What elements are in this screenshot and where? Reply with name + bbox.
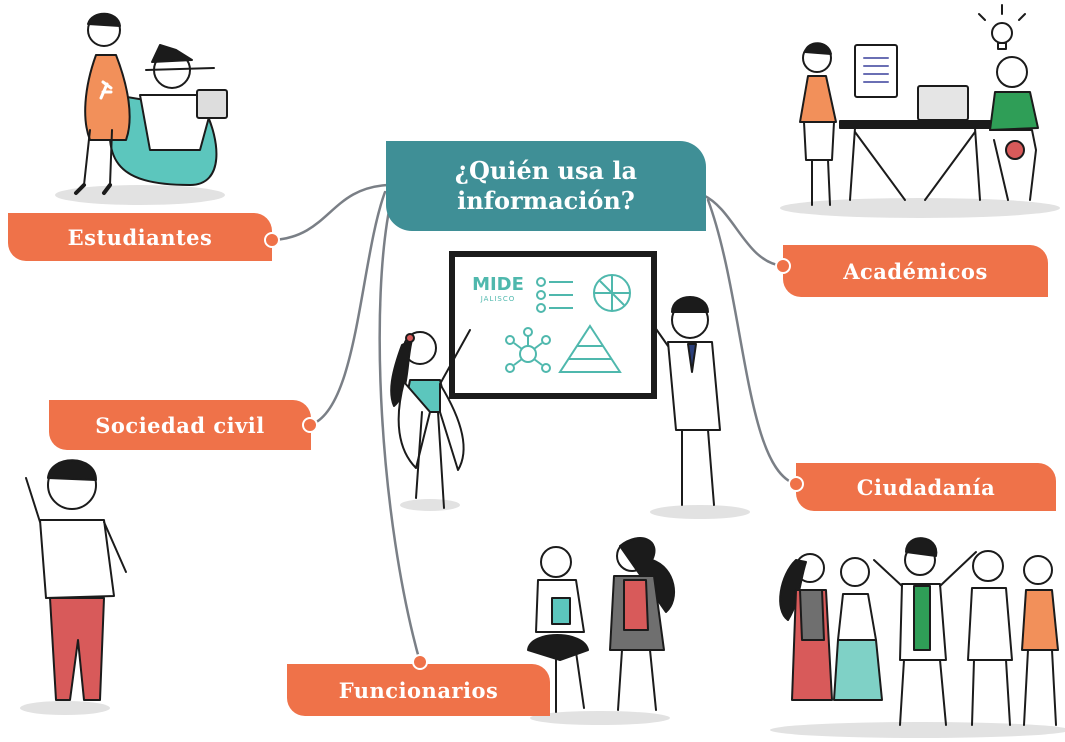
- student-shirt-logo: [99, 80, 113, 100]
- central-title-line-1: ¿Quién usa la: [454, 156, 638, 185]
- mide-logo-subtext: JALISCO: [480, 295, 516, 303]
- document-icon: [854, 44, 898, 98]
- tag-ciudadania-label: Ciudadanía: [856, 474, 996, 500]
- mide-logo-text: MIDE: [472, 274, 524, 295]
- tag-sociedad-civil-label: Sociedad civil: [95, 412, 265, 438]
- checklist-icon: [536, 277, 573, 313]
- connector-dot-sociedad-civil: [302, 417, 318, 433]
- students-illustration: [55, 12, 228, 205]
- presenters-illustration: [390, 296, 750, 519]
- officials-illustration: [527, 537, 675, 725]
- tag-estudiantes-label: Estudiantes: [67, 224, 213, 250]
- tag-ciudadania: Ciudadanía: [796, 463, 1056, 511]
- connector-lines: [272, 183, 798, 664]
- presentation-board: [449, 251, 657, 399]
- line-funcionarios: [378, 194, 422, 664]
- connector-dot-academicos: [775, 258, 791, 274]
- mide-logo-icon: MIDE JALISCO: [468, 275, 528, 309]
- tag-sociedad-civil: Sociedad civil: [49, 400, 311, 450]
- tag-academicos: Académicos: [783, 245, 1048, 297]
- tag-funcionarios-label: Funcionarios: [338, 677, 499, 703]
- connector-dot-ciudadania: [788, 476, 804, 492]
- line-sociedad-civil: [308, 190, 387, 427]
- line-academicos: [701, 193, 785, 268]
- line-estudiantes: [272, 183, 390, 242]
- citizens-illustration: [770, 537, 1065, 738]
- civil-society-illustration: [20, 459, 127, 715]
- central-title-line-2: información?: [457, 186, 635, 215]
- connector-dot-funcionarios: [412, 654, 428, 670]
- academics-illustration: [780, 4, 1060, 218]
- tag-funcionarios: Funcionarios: [287, 664, 550, 716]
- process-network-icon: [505, 327, 551, 373]
- pyramid-icon: [558, 324, 622, 373]
- central-title-box: ¿Quién usa la información?: [386, 141, 706, 231]
- lightbulb-icon: [978, 4, 1026, 50]
- tag-estudiantes: Estudiantes: [8, 213, 272, 261]
- data-quadrant-icon: [593, 274, 631, 312]
- tag-academicos-label: Académicos: [843, 258, 988, 284]
- line-ciudadania: [706, 198, 798, 486]
- connector-dot-estudiantes: [264, 232, 280, 248]
